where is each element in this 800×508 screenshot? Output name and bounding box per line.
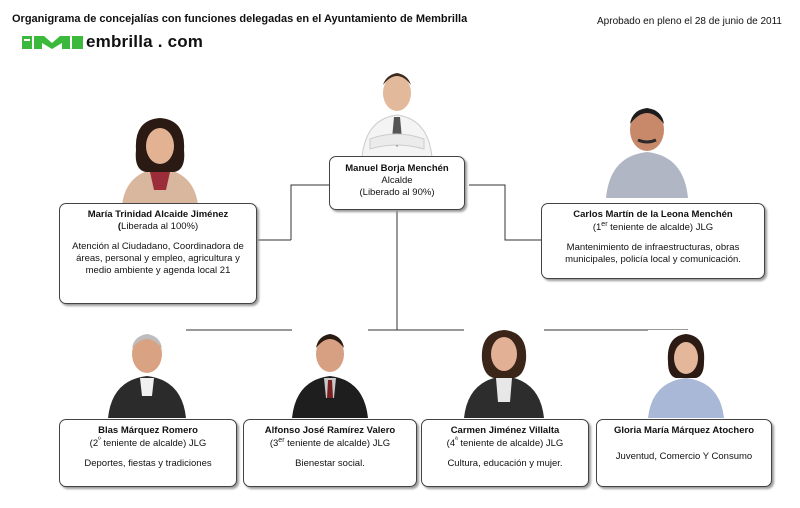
b2-name: Alfonso José Ramírez Valero (264, 425, 396, 436)
photo-b2 (292, 326, 368, 418)
left-status: (Liberada al 100%) (117, 220, 199, 232)
b3-name: Carmen Jiménez Villalta (450, 425, 560, 436)
left-name: María Trinidad Alcaide Jiménez (87, 209, 229, 220)
mayor-name: Manuel Borja Menchén (345, 163, 449, 174)
b1-name: Blas Márquez Romero (98, 425, 198, 436)
mayor-role: Alcalde (381, 174, 413, 186)
left-desc: Atención al Ciudadano, Coordinadora de á… (72, 240, 244, 276)
b3-role: (4ª teniente de alcalde) JLG (446, 436, 564, 450)
approval-date: Aprobado en pleno el 28 de junio de 2011 (597, 16, 782, 27)
right-role: (1er teniente de alcalde) JLG (592, 220, 714, 234)
mayor-status: (Liberado al 90%) (359, 186, 435, 198)
logo-text: embrilla . com (86, 32, 204, 51)
photo-right (606, 100, 688, 198)
b3-desc: Cultura, educación y mujer. (447, 457, 563, 469)
box-b1: Blas Márquez Romero (2º teniente de alca… (59, 419, 237, 487)
photo-b4 (648, 330, 724, 418)
box-b3: Carmen Jiménez Villalta (4ª teniente de … (421, 419, 589, 487)
b4-name: Gloria María Márquez Atochero (613, 425, 755, 436)
right-desc: Mantenimiento de infraestructuras, obras… (565, 241, 741, 265)
box-b4: Gloria María Márquez Atochero Juventud, … (596, 419, 772, 487)
page-title: Organigrama de concejalías con funciones… (12, 13, 468, 25)
box-left: María Trinidad Alcaide Jiménez (Liberada… (59, 203, 257, 304)
b4-desc: Juventud, Comercio Y Consumo (615, 450, 753, 462)
photo-b3 (464, 322, 544, 418)
b2-role: (3er teniente de alcalde) JLG (269, 436, 391, 450)
box-right: Carlos Martín de la Leona Menchén (1er t… (541, 203, 765, 279)
b1-role: (2º teniente de alcalde) JLG (89, 436, 207, 450)
logo-m-mark (22, 36, 83, 49)
logo: embrilla . com (22, 32, 204, 51)
right-name: Carlos Martín de la Leona Menchén (573, 209, 733, 220)
b1-desc: Deportes, fiestas y tradiciones (84, 457, 212, 469)
b2-desc: Bienestar social. (295, 457, 365, 469)
box-b2: Alfonso José Ramírez Valero (3er tenient… (243, 419, 417, 487)
box-mayor: Manuel Borja Menchén Alcalde (Liberado a… (329, 156, 465, 210)
photo-mayor (358, 59, 436, 157)
photo-b1 (108, 326, 186, 418)
photo-left (120, 110, 200, 205)
